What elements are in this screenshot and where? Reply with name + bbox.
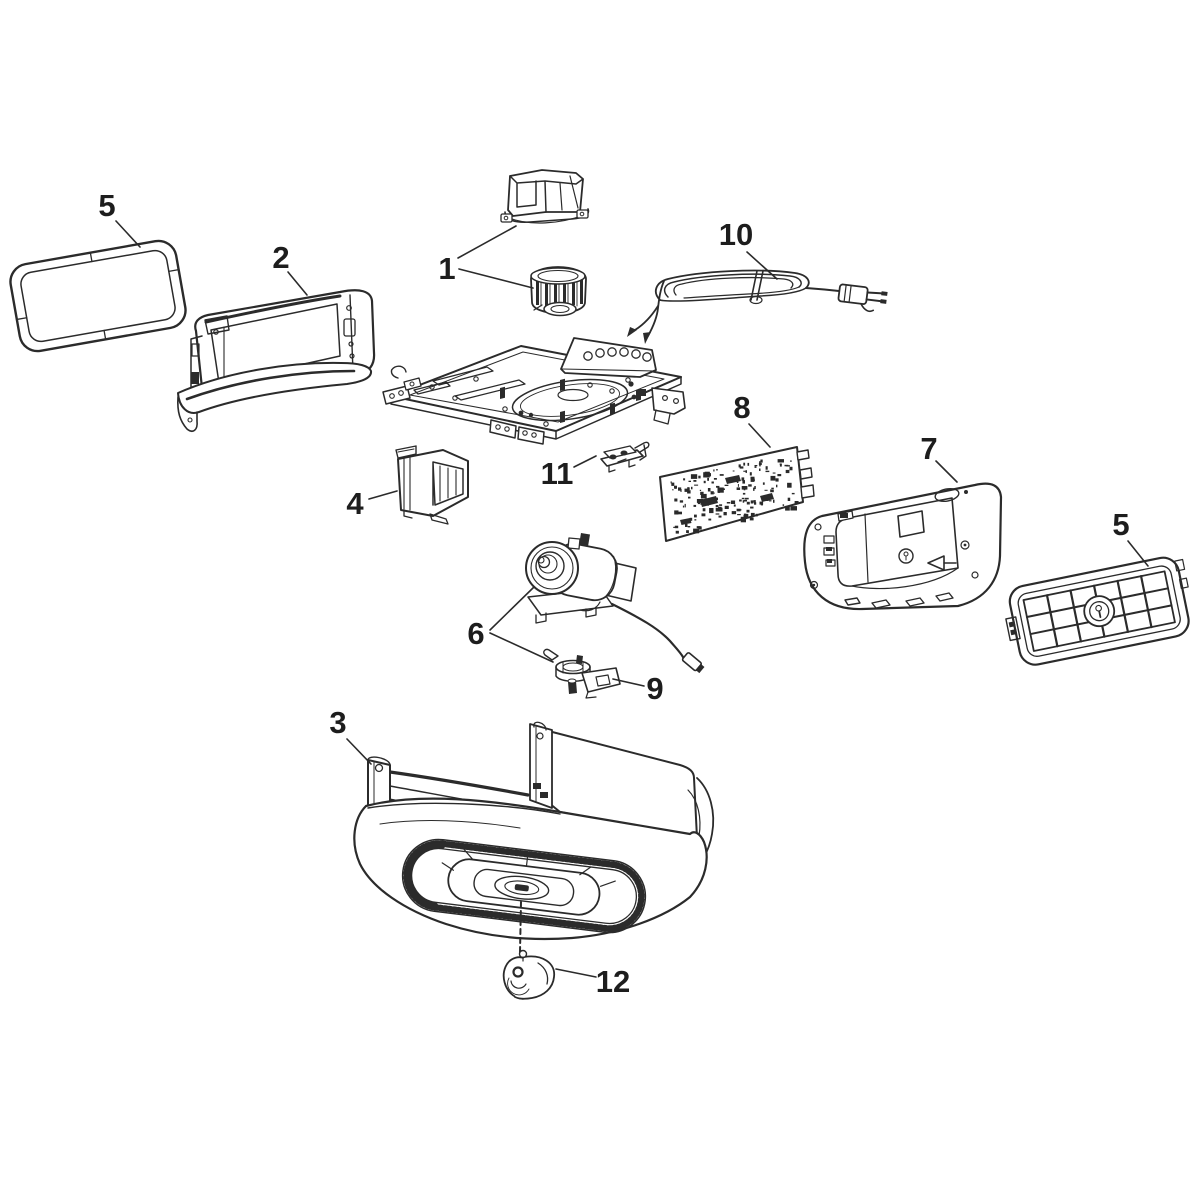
part-7-end-panel-drawing [803,482,1003,611]
part-1-capacitor-cover-drawing [500,169,590,224]
leader-line-part-10 [746,251,778,280]
part-8-logic-board-drawing [659,446,815,542]
leader-line-part-6 [489,586,554,663]
leader-line-part-4 [368,490,398,500]
part-label-2: 2 [272,240,289,275]
part-label-4: 4 [346,486,364,521]
part-9-assembly-drawing [543,648,621,699]
part-12-cap-drawing [502,949,555,1000]
part-label-10: 10 [719,217,753,252]
leader-line-part-8 [748,423,771,448]
part-8-board-speckles [670,459,799,534]
part-11-switch-drawing [600,441,650,473]
part-label-3: 3 [329,705,346,740]
part-label-11: 11 [541,456,574,491]
leader-line-part-11 [573,455,597,468]
leader-line-part-7 [935,460,958,483]
part-label-1: 1 [438,251,455,286]
leader-line-part-2 [287,271,308,296]
part-6-motor-drawing [525,533,705,674]
chassis-plate-drawing [382,337,686,445]
part-2-end-panel-drawing [177,289,376,432]
part-12-alignment-dashed-line [519,901,522,953]
part-3-housing-drawing [353,721,715,953]
part-5-left-lens-drawing [9,239,187,353]
part-5-right-grille-drawing [1005,556,1190,666]
leader-line-part-9 [612,678,645,687]
part-4-socket-box-drawing [395,445,469,525]
part-3-opening-ring [401,838,647,934]
part-label-8: 8 [733,390,750,425]
leader-line-part-5-left [115,220,141,248]
part-label-12: 12 [596,964,630,999]
part-label-5-right: 5 [1112,507,1129,542]
leader-line-part-3 [346,738,372,765]
leader-line-part-12 [555,968,597,978]
part-10-power-cord-drawing [627,269,888,344]
part-label-7: 7 [920,431,937,466]
leader-line-part-1 [457,225,534,289]
part-label-6: 6 [467,616,484,651]
part-label-5-left: 5 [98,188,115,223]
part-1-capacitor-drawing [530,266,587,317]
part-label-9: 9 [646,671,663,706]
leader-line-part-5-right [1127,540,1149,567]
